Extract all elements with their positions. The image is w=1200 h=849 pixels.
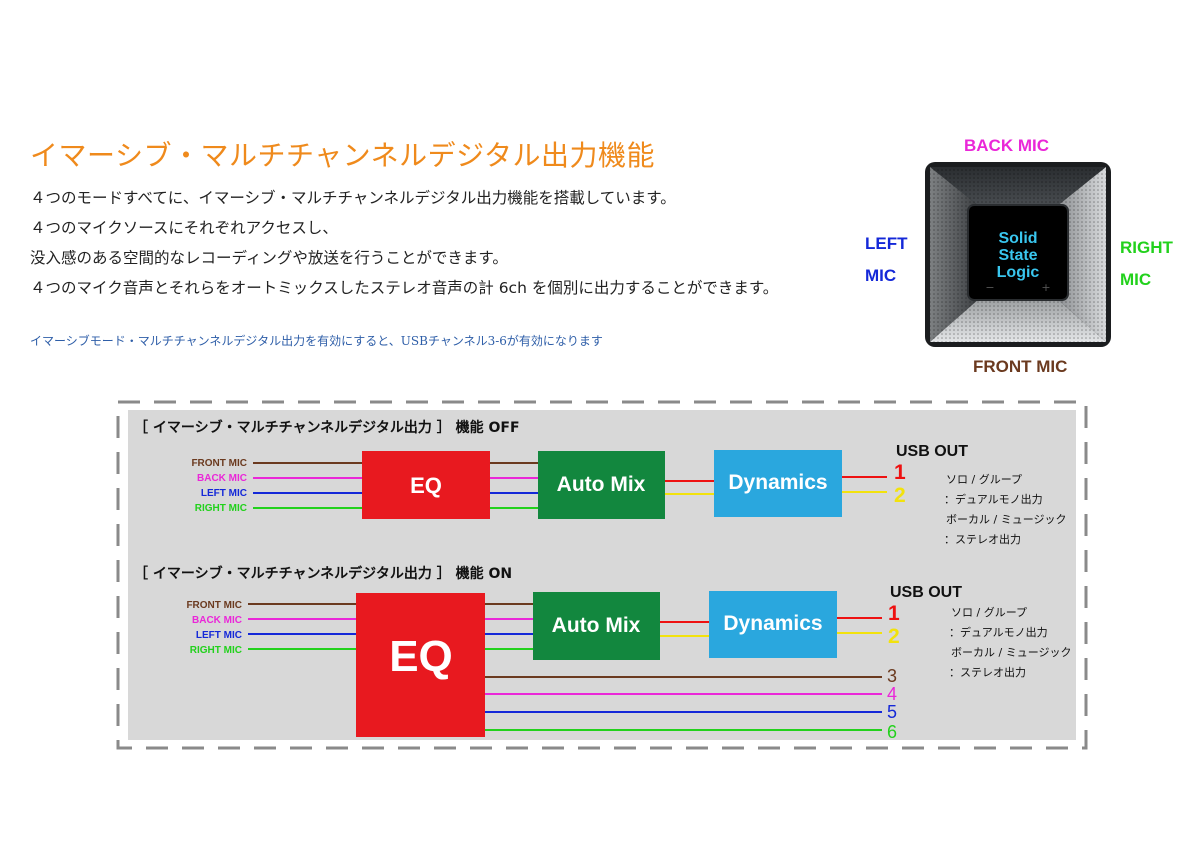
logo-state: State xyxy=(998,247,1037,264)
on-eq-label: EQ xyxy=(389,632,453,681)
on-output-4: 4 xyxy=(887,684,897,704)
on-dynamics-block xyxy=(709,591,837,658)
on-output-3: 3 xyxy=(887,666,897,686)
on-left-mic-label: LEFT MIC xyxy=(196,630,242,641)
on-dynamics-label: Dynamics xyxy=(723,612,822,635)
plus-icon: + xyxy=(1041,281,1050,294)
on-mode-line-1: ソロ / グループ xyxy=(951,605,1027,619)
back-mic-label: BACK MIC xyxy=(964,136,1049,155)
description-line-1: ４つのモードすべてに、イマーシブ・マルチチャンネルデジタル出力機能を搭載していま… xyxy=(30,189,676,207)
on-automix-label: Auto Mix xyxy=(552,614,641,637)
on-front-mic-label: FRONT MIC xyxy=(186,600,242,611)
description-line-2: ４つのマイクソースにそれぞれアクセスし、 xyxy=(30,219,338,237)
off-dynamics-label: Dynamics xyxy=(728,471,827,494)
device-display xyxy=(967,204,1069,301)
off-left-mic-label: LEFT MIC xyxy=(201,488,247,499)
device-image: Solid State Logic − + xyxy=(925,162,1111,347)
note-text: イマーシブモード・マルチチャンネルデジタル出力を有効にすると、USBチャンネル3… xyxy=(30,334,603,348)
on-right-mic-label: RIGHT MIC xyxy=(190,645,242,656)
off-dynamics-block xyxy=(714,450,842,517)
logo-logic: Logic xyxy=(997,264,1040,281)
on-automix-block xyxy=(533,592,660,660)
off-heading: ［ イマーシブ・マルチチャンネルデジタル出力 ］ 機能 OFF xyxy=(134,419,520,436)
off-automix-label: Auto Mix xyxy=(557,473,646,496)
on-mode-line-3: ボーカル / ミュージック xyxy=(951,646,1071,659)
left-mic-label-1: LEFT xyxy=(865,234,908,253)
off-output-1: 1 xyxy=(894,461,906,484)
on-usb-out-label: USB OUT xyxy=(890,584,962,601)
off-output-2: 2 xyxy=(894,484,906,507)
off-back-mic-label: BACK MIC xyxy=(197,473,247,484)
on-mode-line-2: ：デュアルモノ出力 xyxy=(949,625,1048,639)
page-title: イマーシブ・マルチチャンネルデジタル出力機能 xyxy=(30,139,656,172)
off-eq-label: EQ xyxy=(410,473,442,498)
off-mode-line-2: ：デュアルモノ出力 xyxy=(944,492,1043,506)
on-output-1: 1 xyxy=(888,602,900,625)
front-mic-label: FRONT MIC xyxy=(973,357,1068,376)
on-output-6: 6 xyxy=(887,722,897,742)
panel-dashed-border xyxy=(116,400,1088,750)
off-right-mic-label: RIGHT MIC xyxy=(195,503,247,514)
off-mode-line-1: ソロ / グループ xyxy=(946,472,1022,486)
on-mode-line-4: ：ステレオ出力 xyxy=(949,665,1026,679)
description-line-4: ４つのマイク音声とそれらをオートミックスしたステレオ音声の計 6ch を個別に出… xyxy=(30,279,779,297)
on-output-5: 5 xyxy=(887,702,897,722)
on-back-mic-label: BACK MIC xyxy=(192,615,242,626)
off-mode-line-4: ：ステレオ出力 xyxy=(944,532,1021,546)
on-heading: ［ イマーシブ・マルチチャンネルデジタル出力 ］ 機能 ON xyxy=(134,565,512,582)
logo-solid: Solid xyxy=(998,230,1037,247)
minus-icon: − xyxy=(985,281,994,294)
off-usb-out-label: USB OUT xyxy=(896,443,968,460)
off-eq-block xyxy=(362,451,490,519)
off-front-mic-label: FRONT MIC xyxy=(191,458,247,469)
right-mic-label-1: RIGHT xyxy=(1120,238,1173,257)
on-output-2: 2 xyxy=(888,625,900,648)
on-eq-block xyxy=(356,593,485,737)
off-automix-block xyxy=(538,451,665,519)
left-mic-label-2: MIC xyxy=(865,266,897,285)
description-line-3: 没入感のある空間的なレコーディングや放送を行うことができます。 xyxy=(30,249,508,267)
right-mic-label-2: MIC xyxy=(1120,270,1152,289)
off-mode-line-3: ボーカル / ミュージック xyxy=(946,513,1066,526)
